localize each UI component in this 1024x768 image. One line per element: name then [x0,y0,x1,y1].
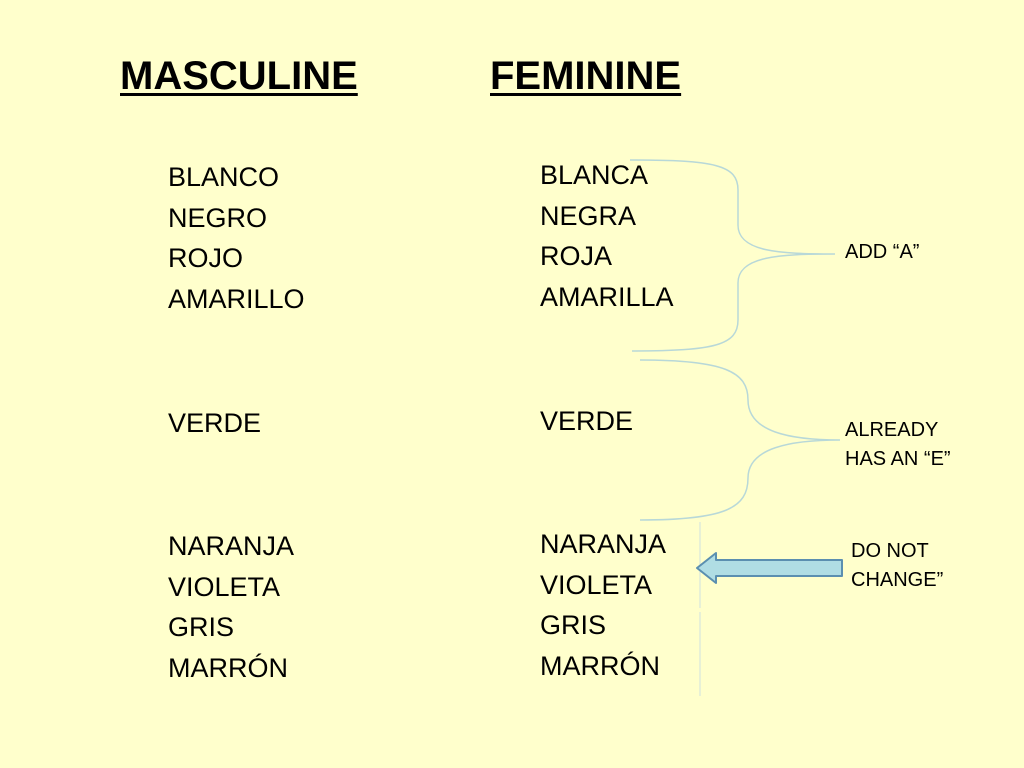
list-item: VERDE [168,408,262,438]
list-item: NEGRO [168,202,268,233]
feminine-unchanged-group: NARANJA VIOLETA GRIS MARRÓN [540,524,666,686]
note-line: ALREADY [845,419,939,441]
list-item: NARANJA [168,531,295,561]
feminine-e-group: VERDE [540,401,633,442]
list-item: MARRÓN [168,652,288,683]
list-item: ROJA [540,241,613,271]
list-item: ROJO [168,243,244,273]
list-item: VERDE [540,406,634,436]
list-item: VIOLETA [168,571,281,602]
list-item: BLANCO [168,162,280,192]
masculine-e-group: VERDE [168,403,261,444]
list-item: NARANJA [540,529,667,559]
note-line: DO NOT [851,540,929,562]
note-add-a: ADD “A” [845,241,920,263]
note-do-not-change: DO NOT CHANGE” [851,537,943,595]
list-item: AMARILLA [540,281,674,312]
left-arrow-icon [696,552,843,584]
masculine-a-group: BLANCO NEGRO ROJO AMARILLO [168,157,305,319]
feminine-a-group: BLANCA NEGRA ROJA AMARILLA [540,155,674,317]
list-item: BLANCA [540,160,649,190]
brace-already-e [639,359,841,521]
list-item: GRIS [168,612,235,642]
masculine-unchanged-group: NARANJA VIOLETA GRIS MARRÓN [168,526,294,688]
list-item: VIOLETA [540,569,653,600]
feminine-heading: FEMININE [490,54,682,98]
list-item: GRIS [540,610,607,640]
note-line: CHANGE” [851,569,944,591]
note-line: HAS AN “E” [845,448,951,470]
list-item: MARRÓN [540,650,660,681]
list-item: NEGRA [540,200,637,231]
brace-add-a [629,159,836,352]
list-item: AMARILLO [168,283,305,314]
note-already-e: ALREADY HAS AN “E” [845,416,951,474]
masculine-heading: MASCULINE [120,54,358,98]
